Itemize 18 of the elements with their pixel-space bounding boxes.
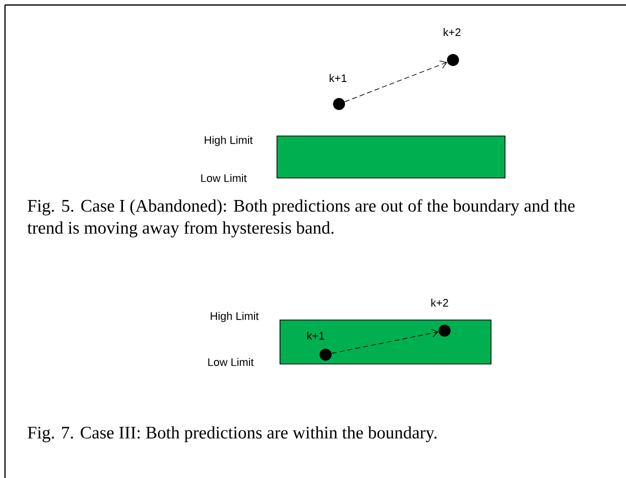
prediction-dot (447, 54, 459, 66)
prediction-dot (438, 324, 451, 337)
figure-caption: Fig. 7. Case III: Both predictions are within the boundary. (28, 426, 437, 442)
dashed-arrow (344, 60, 448, 102)
hysteresis-band (280, 320, 492, 364)
dashed-arrow (331, 328, 439, 354)
hysteresis-band (276, 136, 506, 178)
point-label: k+1 (330, 74, 346, 82)
prediction-dot (333, 98, 345, 110)
prediction-dot (320, 348, 332, 361)
limit-label: High Limit (210, 312, 259, 322)
limit-label: Low Limit (201, 174, 247, 182)
point-label: k+2 (444, 28, 460, 36)
figure-caption: Fig. 5. Case I (Abandoned): Both predictions are out of the boundary and the trend is moving away from hysteresis band. (27, 199, 575, 238)
limit-label: Low Limit (208, 358, 254, 366)
point-label: k+1 (307, 332, 324, 340)
limit-label: High Limit (204, 136, 253, 146)
point-label: k+2 (431, 298, 448, 307)
